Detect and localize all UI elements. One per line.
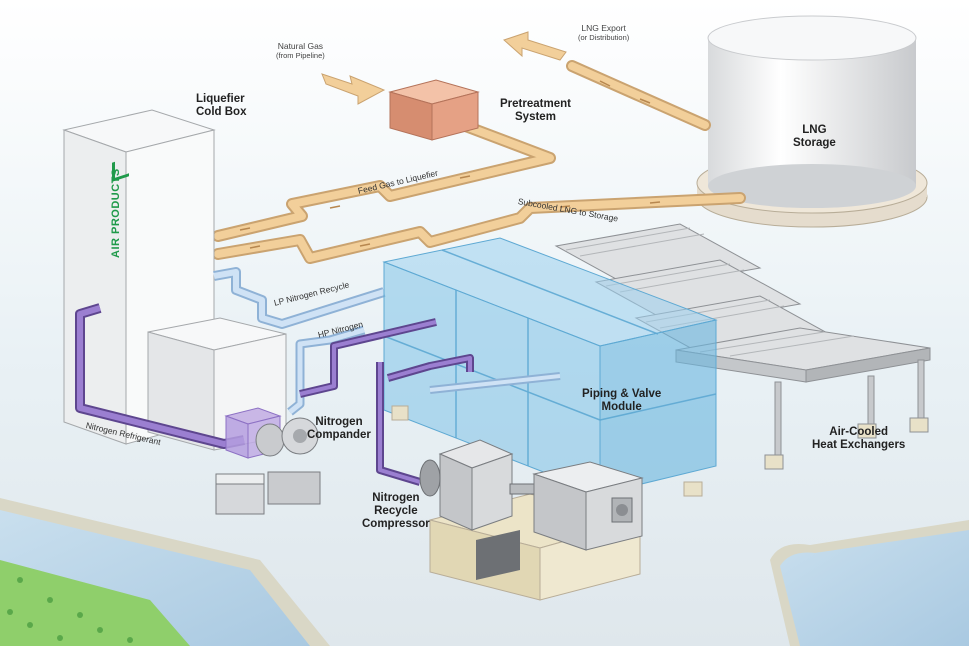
label-line: Piping & Valve [582,388,662,400]
label-line: Compressor [362,518,430,531]
pretreatment-system-label: Pretreatment System [500,98,571,124]
label-line: Cold Box [196,106,247,119]
label-line: Natural Gas [277,41,324,51]
piping-valve-module [382,237,718,497]
nitrogen-compander-label: Nitrogen Compander [307,416,371,442]
nitrogen-compander [215,407,321,515]
label-line: Liquefier [196,93,245,105]
label-line: LNG Export [581,23,626,33]
label-line: LNG [802,124,827,136]
lng-storage-label: LNG Storage [793,124,836,150]
lng-export-arrow [503,31,567,61]
natural-gas-arrow [321,73,386,105]
label-line: Recycle [374,505,418,518]
lng-export-label: LNG Export (or Distribution) [578,23,630,42]
label-subline: (or Distribution) [578,32,630,42]
lng-storage-tank [696,15,928,228]
label-line: System [515,111,556,124]
gas-pipes [212,60,746,264]
label-subline: (from Pipeline) [276,50,325,60]
label-line: Air-Cooled [829,426,889,438]
label-line: Pretreatment [500,98,571,110]
liquefier-cold-box-label: Liquefier Cold Box [196,93,246,119]
label-line: Storage [793,137,836,150]
pretreatment-box [388,79,480,141]
label-line: Compander [307,429,371,442]
label-line: Nitrogen [372,492,420,504]
pipe-flow-dashes [239,80,661,249]
label-line: Module [601,401,642,414]
label-line: Nitrogen [315,416,363,428]
label-line: Heat Exchangers [812,439,906,452]
nitrogen-recycle-compressor [419,439,644,601]
nitrogen-recycle-compressor-label: Nitrogen Recycle Compressor [362,492,430,532]
ground-left [0,498,330,646]
air-cooled-heat-exchangers-label: Air-Cooled Heat Exchangers [812,426,905,452]
nitrogen-lp-pipes [213,267,386,416]
ground-right [770,520,969,646]
piping-valve-module-label: Piping & Valve Module [582,388,661,414]
natural-gas-label: Natural Gas (from Pipeline) [276,41,325,60]
